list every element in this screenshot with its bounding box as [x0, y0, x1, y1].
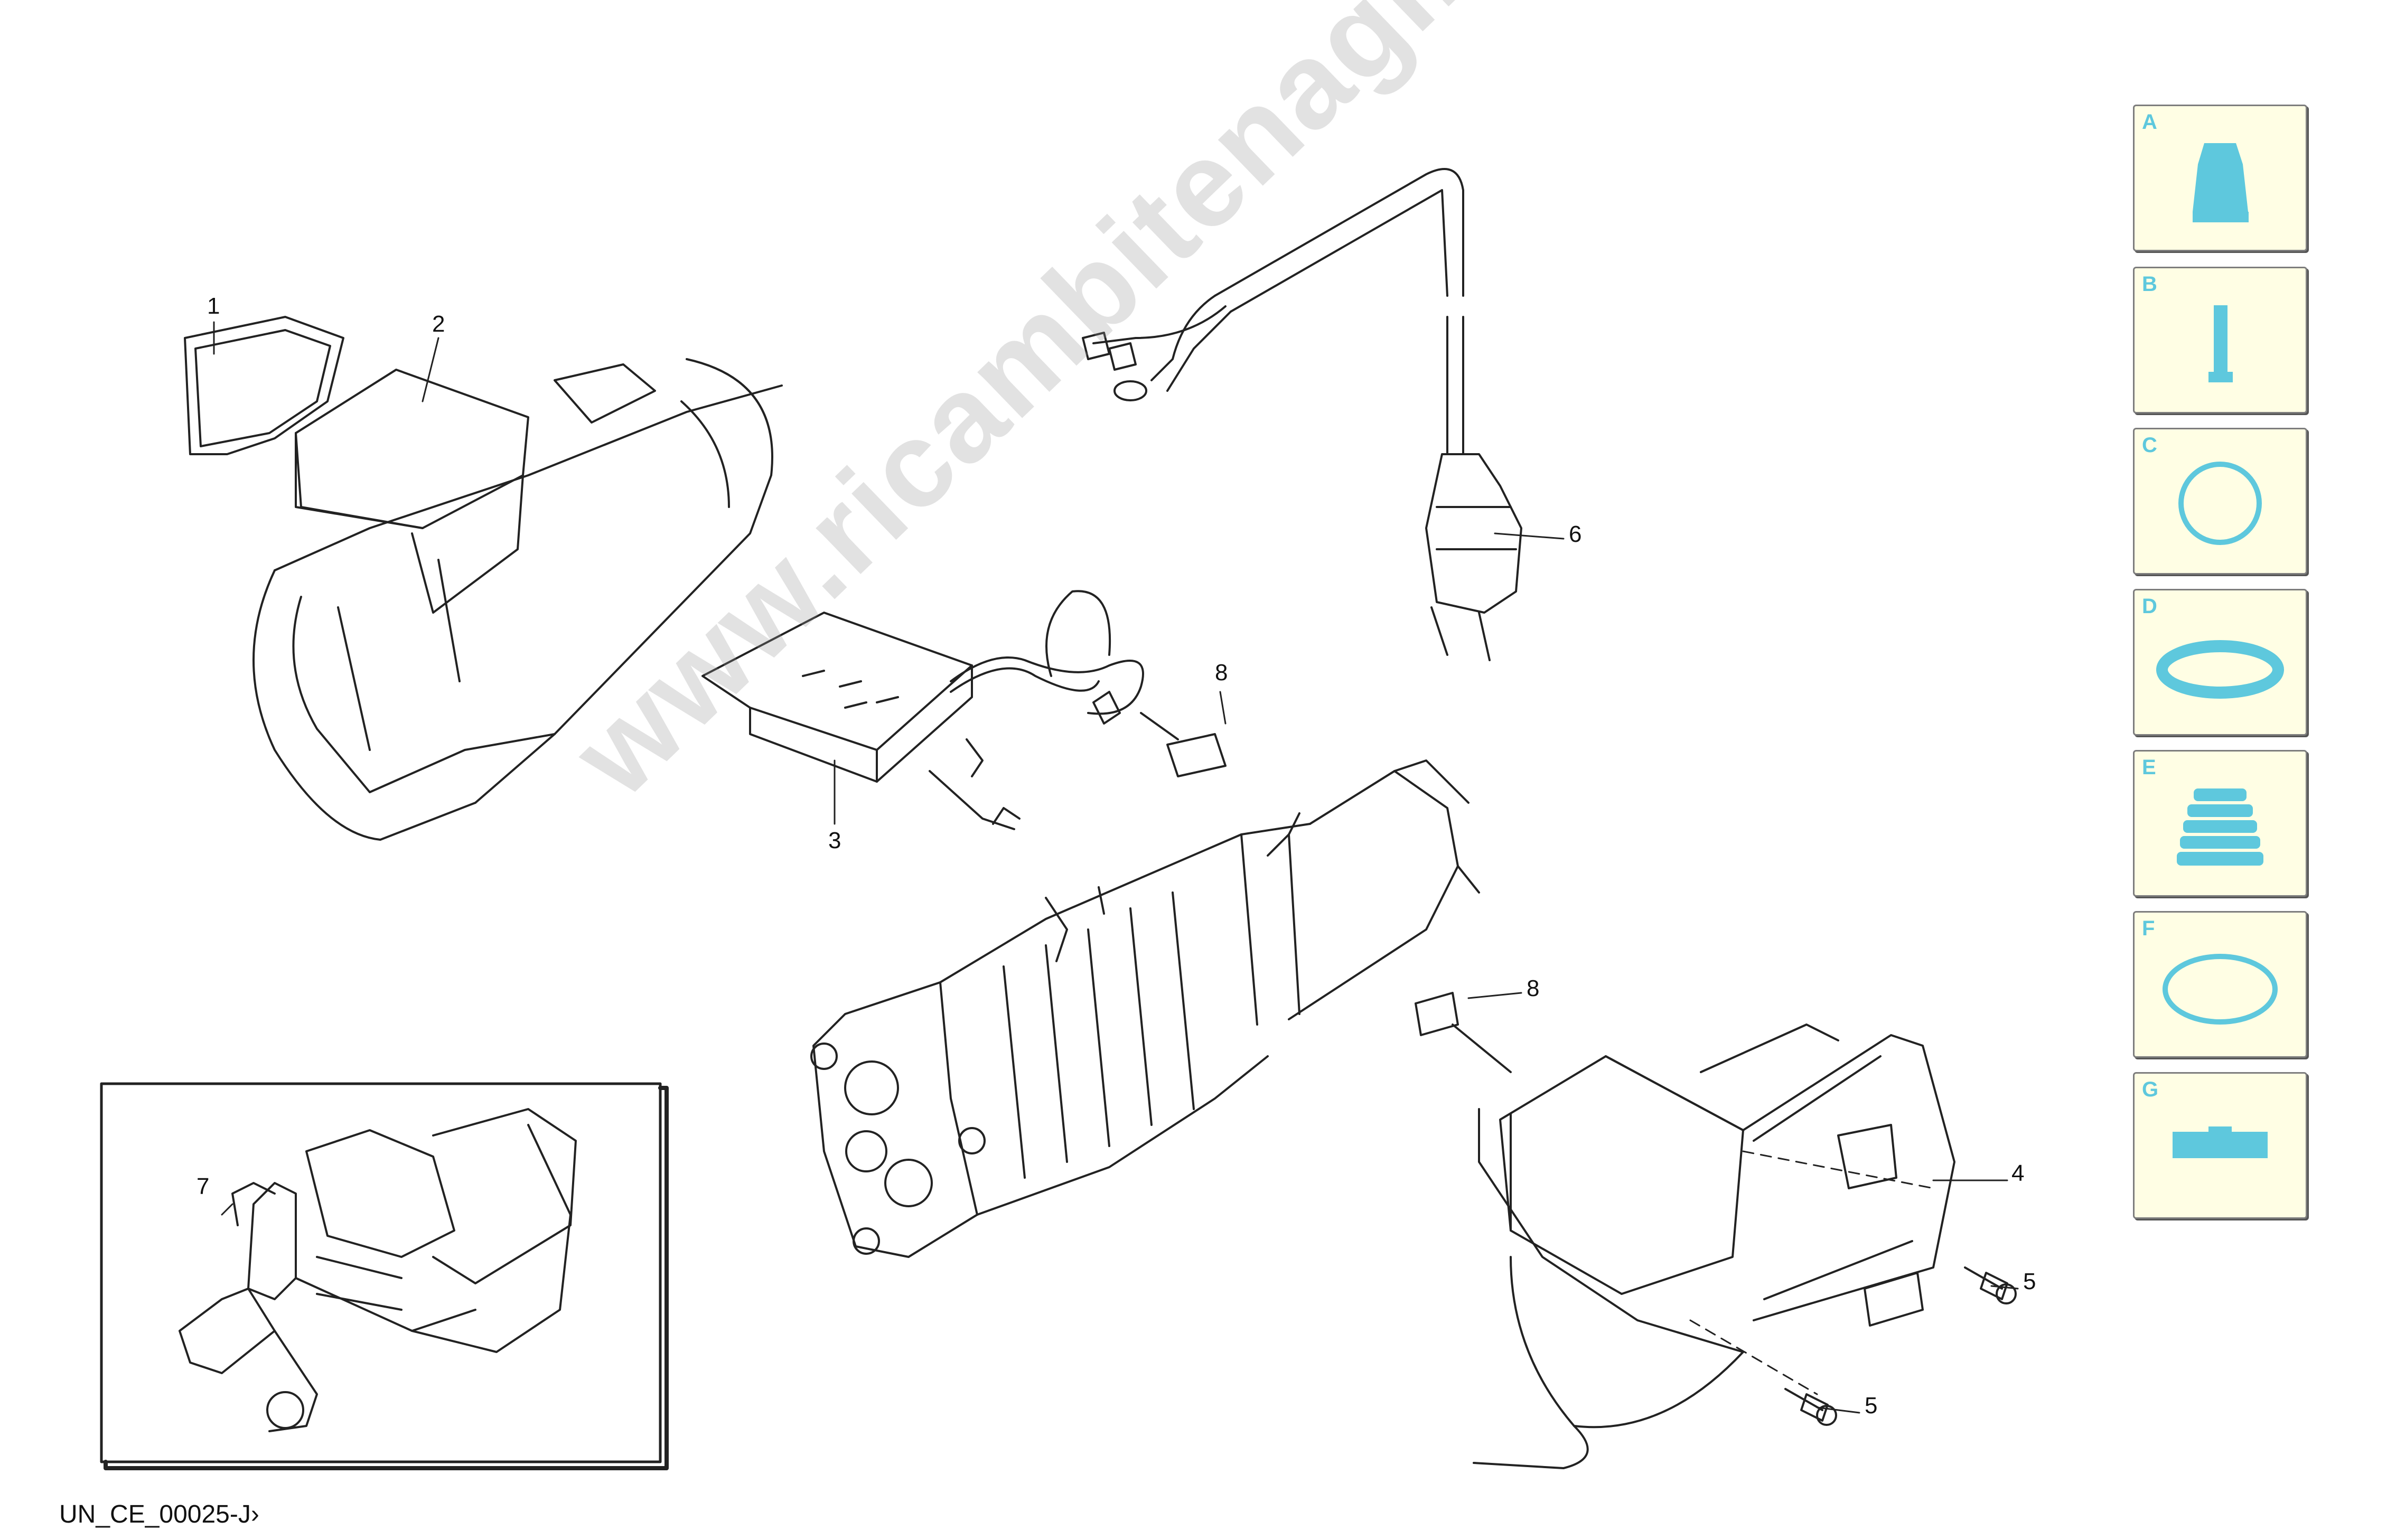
legend-letter-e: E: [2142, 756, 2156, 779]
legend-tile-c[interactable]: C: [2133, 428, 2307, 575]
part-power-cord: [1082, 168, 1522, 661]
part-circuit-board: [701, 590, 1144, 830]
legend-letter-f: F: [2142, 917, 2155, 940]
legend-letter-c: C: [2142, 434, 2157, 457]
legend-tile-a[interactable]: A: [2133, 105, 2307, 251]
inset-pump-detail: [100, 1082, 669, 1470]
legend-tile-d[interactable]: D: [2133, 589, 2307, 736]
callout-4: 4: [2011, 1160, 2025, 1186]
part-carbon-brush-upper: [1140, 712, 1227, 777]
callout-3: 3: [828, 828, 841, 853]
legend-tile-f[interactable]: F: [2133, 911, 2307, 1058]
cap-icon: [2193, 143, 2249, 222]
bracket-icon: [2173, 1126, 2268, 1158]
part-cover-plate: [184, 316, 344, 455]
legend-letter-d: D: [2142, 595, 2157, 618]
piston-icon: [2208, 305, 2233, 382]
part-screw-upper: [1964, 1266, 2017, 1304]
legend-letter-b: B: [2142, 273, 2157, 296]
callout-8-upper: 8: [1215, 660, 1228, 686]
part-carbon-brush-lower: [1415, 992, 1512, 1073]
legend-tile-g[interactable]: G: [2133, 1072, 2307, 1219]
legend-letter-a: A: [2142, 110, 2157, 134]
part-right-housing: [1473, 1023, 1955, 1469]
legend-tile-b[interactable]: B: [2133, 267, 2307, 414]
seal-ring-icon: [2156, 640, 2284, 699]
motor-pump-assembly: [810, 759, 1480, 1258]
part-left-housing: [252, 358, 783, 841]
callout-8-lower: 8: [1527, 975, 1540, 1001]
bellows-icon: [2177, 788, 2263, 866]
leader-lines: [213, 321, 2019, 1414]
callout-1: 1: [207, 293, 220, 319]
diagram-reference-code: UN_CE_00025-J›: [59, 1500, 259, 1528]
callout-6: 6: [1569, 521, 1582, 547]
callout-5-upper: 5: [2023, 1269, 2036, 1294]
gasket-icon: [2163, 954, 2278, 1025]
callout-7: 7: [196, 1173, 210, 1199]
legend-letter-g: G: [2142, 1078, 2159, 1101]
o-ring-icon: [2178, 462, 2262, 545]
part-screw-lower: [1784, 1388, 1837, 1426]
legend-tile-e[interactable]: E: [2133, 750, 2307, 897]
callout-5-lower: 5: [1865, 1393, 1878, 1419]
callout-2: 2: [432, 311, 445, 337]
